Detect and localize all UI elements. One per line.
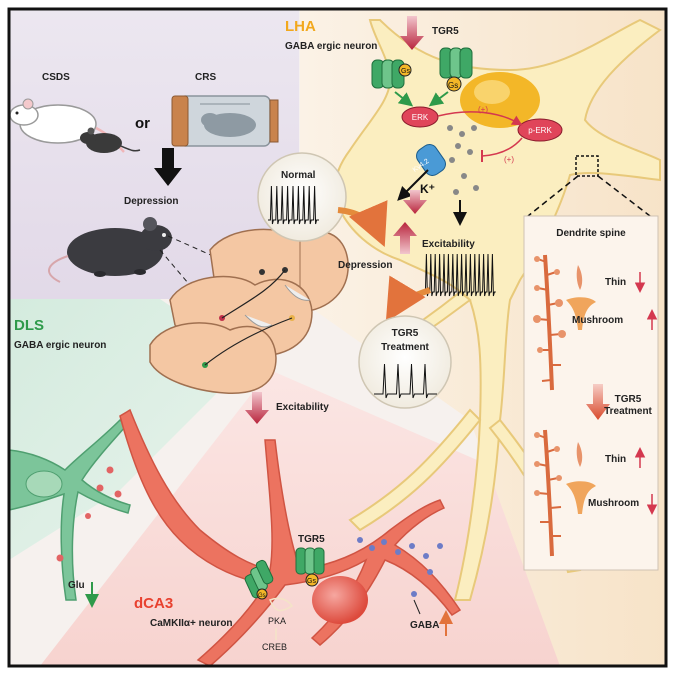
gs-to-erk-arrow-1	[394, 91, 414, 107]
or-label: or	[135, 115, 150, 132]
dca3-gaba-dots	[357, 537, 443, 597]
p-erk-node	[517, 118, 563, 142]
depression-label-top: Depression	[124, 196, 178, 207]
plus-label-1: (+)	[478, 105, 488, 114]
dca3-subtitle: CaMKIIα+ neuron	[150, 618, 233, 629]
pka-label: PKA	[268, 616, 286, 626]
thin-spine-icon-1	[576, 265, 583, 290]
normal-label: Normal	[281, 170, 316, 181]
tgr5-receptor-dca3-1	[295, 547, 325, 587]
treatment-label-1: TGR5	[392, 328, 419, 339]
brain-slices	[149, 228, 349, 394]
down-arrow-to-depression	[154, 148, 182, 186]
excitability-up-arrow	[393, 222, 417, 254]
k-ion-label: K⁺	[420, 182, 435, 196]
thin-label-1: Thin	[605, 277, 626, 288]
lha-gs-label-2: Gs	[448, 81, 458, 90]
depressed-mouse-icon	[48, 217, 172, 283]
treatment-curve-arrow	[385, 275, 431, 323]
kv4-2-channel	[416, 144, 446, 176]
dendrite-after	[534, 429, 562, 557]
erk-node	[401, 106, 439, 128]
dca3-gs-label-2: Gs	[258, 593, 266, 599]
perk-inhibit-line	[481, 137, 523, 157]
k-down-arrow	[403, 190, 427, 214]
treatment-trace-circle	[358, 315, 452, 409]
lha-excitability-label: Excitability	[422, 239, 475, 250]
black-mouse-icon	[80, 127, 141, 153]
normal-spike-trace	[268, 185, 319, 225]
spine-panel-title: Dendrite spine	[556, 228, 626, 239]
mushroom-spine-icon-1	[566, 297, 596, 330]
depression-curve-arrow	[337, 200, 388, 248]
erk-to-perk-arrow	[437, 111, 523, 126]
normal-trace-circle	[257, 152, 347, 242]
dca3-tgr5-label: TGR5	[298, 534, 325, 545]
spine-treatment-label-1: TGR5	[615, 394, 642, 405]
spine-treatment-label-2: Treatment	[604, 406, 652, 417]
tgr5-down-arrow-lha	[400, 16, 424, 50]
spine-zoom-box	[575, 155, 599, 177]
mushroom-label-2: Mushroom	[588, 498, 639, 509]
gaba-label: GABA	[410, 620, 439, 631]
dendrite-before	[533, 254, 566, 391]
dls-glutamate-dots	[56, 466, 122, 562]
dca3-gs-label-1: Gs	[307, 578, 316, 585]
thin-spine-icon-2	[576, 442, 583, 467]
csds-label: CSDS	[42, 72, 70, 83]
tgr5-receptor-lha-2	[439, 47, 473, 92]
treatment-label-2: Treatment	[381, 342, 429, 353]
dls-title: DLS	[14, 317, 44, 334]
depression-label-trace: Depression	[338, 260, 392, 271]
lha-gs-label-1: Gs	[401, 68, 410, 75]
glu-label: Glu	[68, 580, 85, 591]
figure-frame	[7, 7, 668, 668]
spine-zoom-line-2	[597, 175, 651, 217]
lha-subtitle: GABA ergic neuron	[285, 41, 377, 52]
p-erk-label: p-ERK	[528, 126, 552, 135]
dls-subtitle: GABA ergic neuron	[14, 340, 106, 351]
spine-treatment-arrow	[586, 384, 610, 420]
spine-zoom-line-1	[527, 175, 579, 217]
dca3-excitability-down-arrow	[245, 392, 269, 424]
crs-label: CRS	[195, 72, 216, 83]
lha-title: LHA	[285, 18, 316, 35]
depression-spike-trace	[424, 253, 496, 297]
perk-vesicle-dots	[447, 125, 479, 195]
mushroom-label-1: Mushroom	[572, 315, 623, 326]
k-efflux-arrow	[397, 169, 429, 201]
gs-to-erk-arrow-2	[428, 91, 449, 107]
restraint-tube-icon	[171, 95, 279, 147]
tgr5-receptor-lha-1	[371, 59, 412, 89]
mushroom-spine-icon-2	[566, 481, 596, 514]
white-rat-icon	[9, 98, 125, 153]
plus-label-2: (+)	[504, 155, 514, 164]
dca3-title: dCA3	[134, 595, 173, 612]
creb-label: CREB	[262, 642, 287, 652]
treatment-spike-trace	[374, 363, 437, 399]
dca3-excitability-label: Excitability	[276, 402, 329, 413]
thin-label-2: Thin	[605, 454, 626, 465]
lha-tgr5-label: TGR5	[432, 26, 459, 37]
erk-label: ERK	[412, 113, 429, 122]
tgr5-receptor-dca3-2	[244, 559, 274, 600]
dls-neuron	[8, 418, 131, 601]
pka-pathway-lines	[269, 597, 294, 612]
